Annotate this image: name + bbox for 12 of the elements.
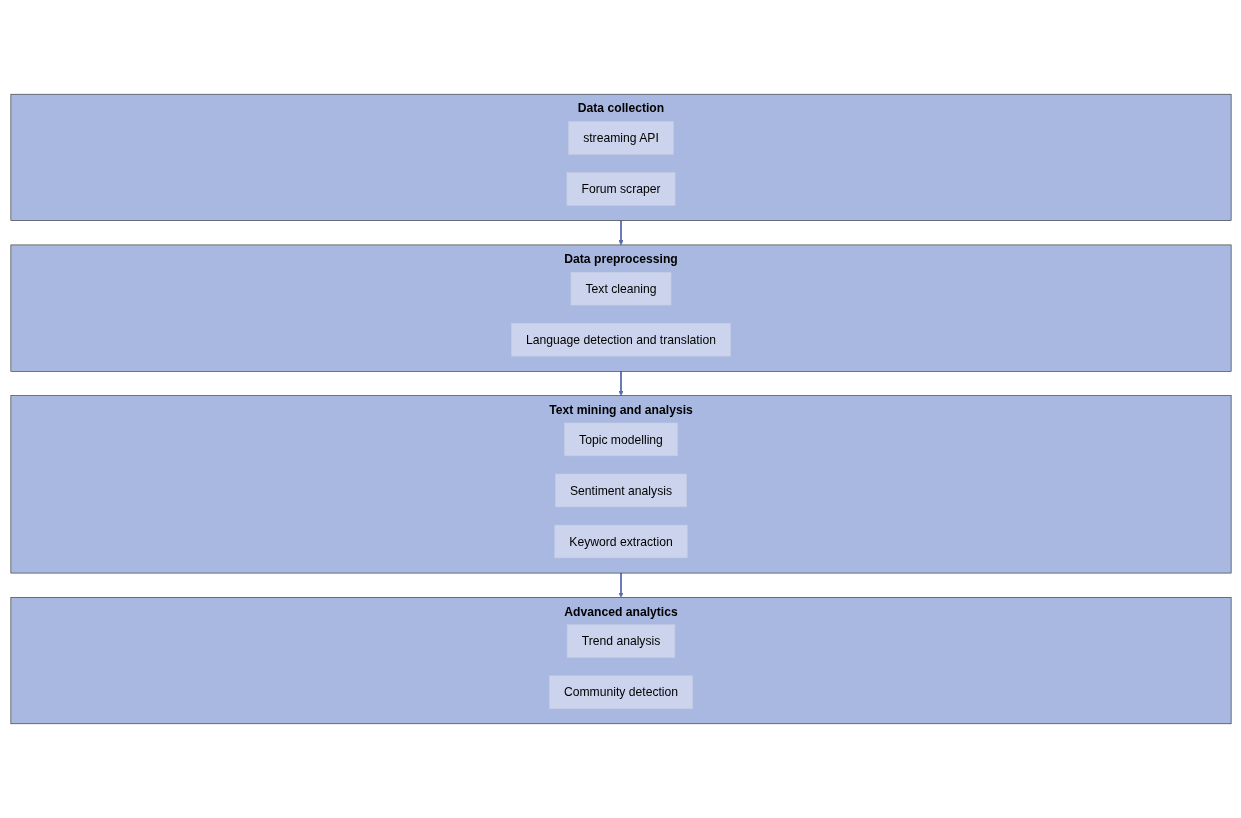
node-box: Topic modelling — [563, 422, 678, 457]
node-box: streaming API — [567, 121, 674, 155]
node-box: Text cleaning — [570, 271, 671, 306]
arrow — [617, 219, 624, 246]
node-box: Community detection — [548, 675, 693, 709]
arrow — [617, 370, 624, 396]
node-box: Forum scraper — [566, 172, 675, 206]
node-box: Keyword extraction — [553, 524, 688, 559]
node-box: Language detection and translation — [510, 323, 731, 357]
node-box: Sentiment analysis — [554, 473, 687, 508]
arrow — [617, 572, 624, 598]
node-box: Trend analysis — [566, 624, 675, 658]
